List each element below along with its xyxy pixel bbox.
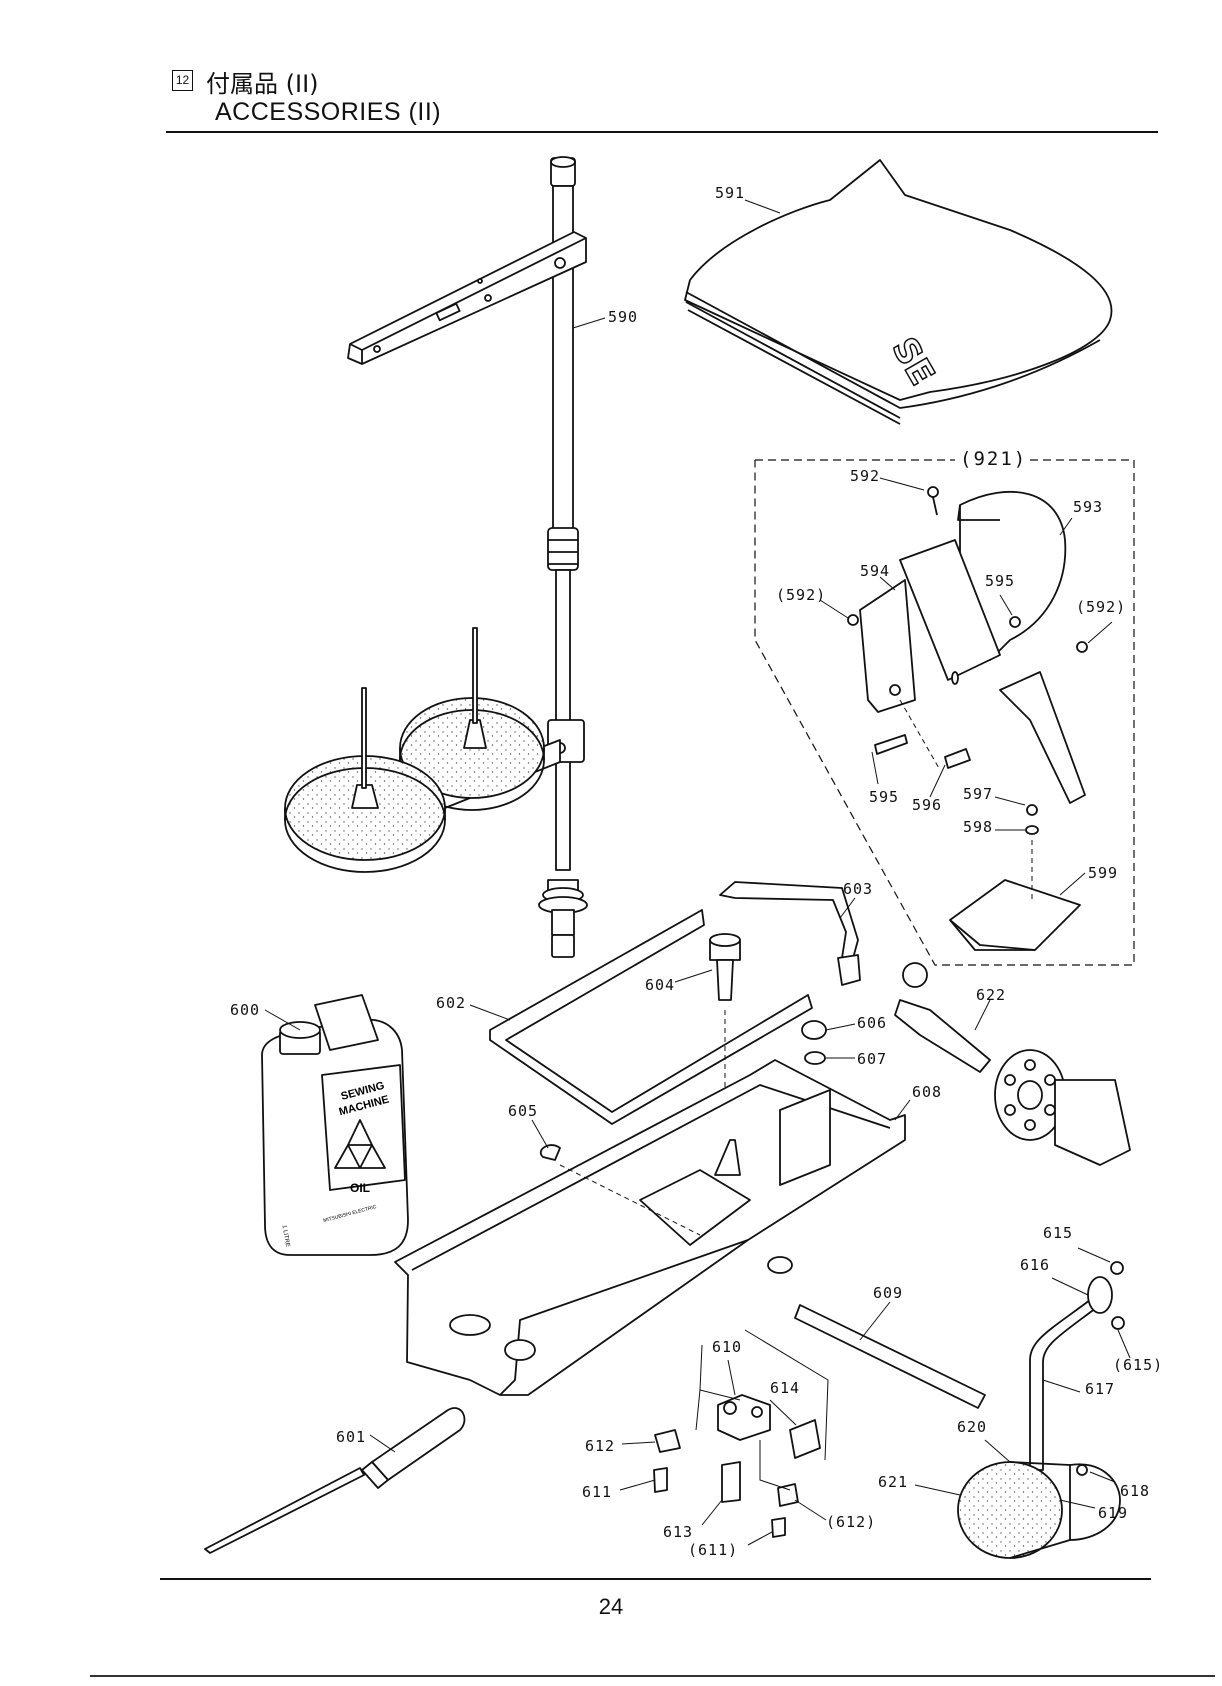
- label-597: 597: [963, 785, 993, 803]
- label-608: 608: [912, 1083, 942, 1101]
- label-605: 605: [508, 1102, 538, 1120]
- label-613: 613: [663, 1523, 693, 1541]
- label-607: 607: [857, 1050, 887, 1068]
- assembly-921-drawing: [848, 487, 1087, 950]
- label-622: 622: [976, 986, 1006, 1004]
- label-612-ref: (612): [826, 1513, 876, 1531]
- label-612: 612: [585, 1437, 615, 1455]
- label-602: 602: [436, 994, 466, 1012]
- thread-stand-drawing: [285, 157, 587, 957]
- footer-rule: [160, 1578, 1151, 1580]
- label-610: 610: [712, 1338, 742, 1356]
- label-592-ref-right: (592): [1076, 598, 1126, 616]
- label-595-lower: 595: [869, 788, 899, 806]
- label-593: 593: [1073, 498, 1103, 516]
- machine-cover-drawing: SE: [685, 160, 1112, 424]
- hinge-parts-drawing: [654, 1330, 828, 1537]
- label-621: 621: [878, 1473, 908, 1491]
- label-598: 598: [963, 818, 993, 836]
- label-618: 618: [1120, 1482, 1150, 1500]
- label-596: 596: [912, 796, 942, 814]
- page-edge-rule: [90, 1675, 1215, 1677]
- label-609: 609: [873, 1284, 903, 1302]
- label-603: 603: [843, 880, 873, 898]
- label-620: 620: [957, 1418, 987, 1436]
- label-615-ref: (615): [1113, 1356, 1163, 1374]
- label-600: 600: [230, 1001, 260, 1019]
- label-604: 604: [645, 976, 675, 994]
- label-599: 599: [1088, 864, 1118, 882]
- label-614: 614: [770, 1379, 800, 1397]
- label-601: 601: [336, 1428, 366, 1446]
- bottle-label-oil: OIL: [350, 1181, 370, 1195]
- label-592-ref-left: (592): [776, 586, 826, 604]
- page-number: 24: [0, 1594, 1222, 1620]
- label-611-ref: (611): [688, 1541, 738, 1559]
- oil-bottle-drawing: SEWING MACHINE OIL MITSUBISHI ELECTRIC 1…: [262, 995, 408, 1255]
- bobbin-winder-drawing: [895, 963, 1130, 1165]
- label-617: 617: [1085, 1380, 1115, 1398]
- label-590: 590: [608, 308, 638, 326]
- label-592: 592: [850, 467, 880, 485]
- leader-lines: [265, 200, 1130, 1545]
- label-611: 611: [582, 1483, 612, 1501]
- label-594: 594: [860, 562, 890, 580]
- label-591: 591: [715, 184, 745, 202]
- label-615: 615: [1043, 1224, 1073, 1242]
- label-606: 606: [857, 1014, 887, 1032]
- oil-pan-drawing: [395, 1060, 985, 1408]
- label-619: 619: [1098, 1504, 1128, 1522]
- label-595-upper: 595: [985, 572, 1015, 590]
- screwdriver-drawing: [205, 1408, 464, 1553]
- group-label-921: (921): [960, 448, 1027, 470]
- label-616: 616: [1020, 1256, 1050, 1274]
